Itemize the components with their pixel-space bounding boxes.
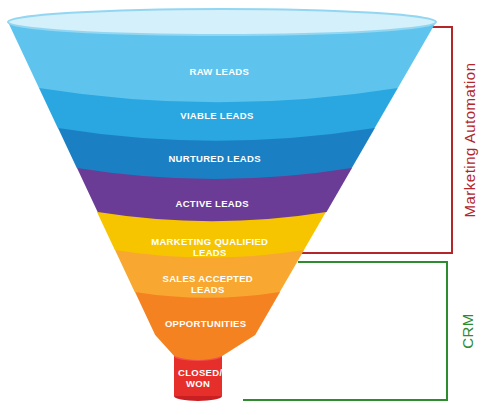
band-label: MARKETING QUALIFIED LEADS	[145, 236, 275, 259]
band-fill	[58, 128, 375, 179]
band-shape	[8, 7, 436, 104]
band-fill	[135, 292, 280, 360]
band-fill	[115, 250, 304, 298]
funnel-rim	[8, 9, 436, 35]
band-label: ACTIVE LEADS	[137, 198, 287, 209]
band-label: NURTURED LEADS	[130, 153, 300, 164]
band-label: VIABLE LEADS	[127, 110, 307, 121]
spout-top	[174, 351, 222, 361]
bracket-label: Marketing Automation	[461, 62, 478, 217]
band-shape	[135, 292, 280, 366]
spout-body	[174, 356, 222, 396]
band-label: SALES ACCEPTED LEADS	[158, 273, 258, 296]
funnel-band: OPPORTUNITIES	[135, 292, 280, 366]
band-label: RAW LEADS	[119, 66, 319, 77]
band-label: CLOSED/ WON	[178, 367, 218, 390]
band-label: OPPORTUNITIES	[151, 318, 261, 329]
band-fill	[77, 168, 352, 221]
band-fill	[97, 212, 326, 258]
bracket-label: CRM	[459, 313, 476, 349]
funnel-band: RAW LEADS	[8, 7, 436, 104]
